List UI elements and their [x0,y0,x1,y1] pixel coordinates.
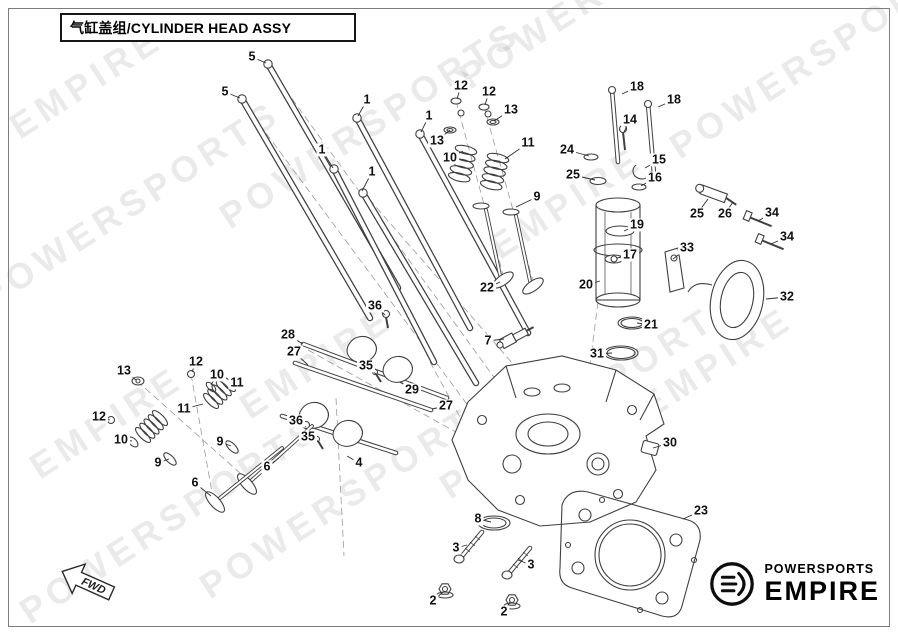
upper-valve-spring-set [443,97,544,295]
brand-logo: POWERSPORTS EMPIRE [703,557,884,611]
brand-emblem-icon [710,562,755,606]
page-border [8,8,890,627]
diagram-title: 气缸盖组/CYLINDER HEAD ASSY [70,19,292,36]
rocker-arm-assemblies [279,309,450,456]
head-gasket [559,490,701,618]
temp-sensor [695,183,737,206]
flange-bolt [742,209,772,228]
diagram-title-box: 气缸盖组/CYLINDER HEAD ASSY [60,13,356,42]
logo-powersports-text: POWERSPORTS [764,562,875,577]
fwd-arrow: FWD [61,562,116,601]
mounting-studs [237,59,532,387]
bracket [664,247,685,293]
cylinder-head-body [451,355,665,527]
fwd-label: FWD [79,576,107,597]
right-side-fittings [496,183,784,361]
intake-adapter [687,259,765,341]
flange-bolt [754,232,784,251]
fwd-arrow-shape [61,562,116,601]
spark-plug [496,326,535,350]
logo-empire-text: EMPIRE [764,575,880,606]
